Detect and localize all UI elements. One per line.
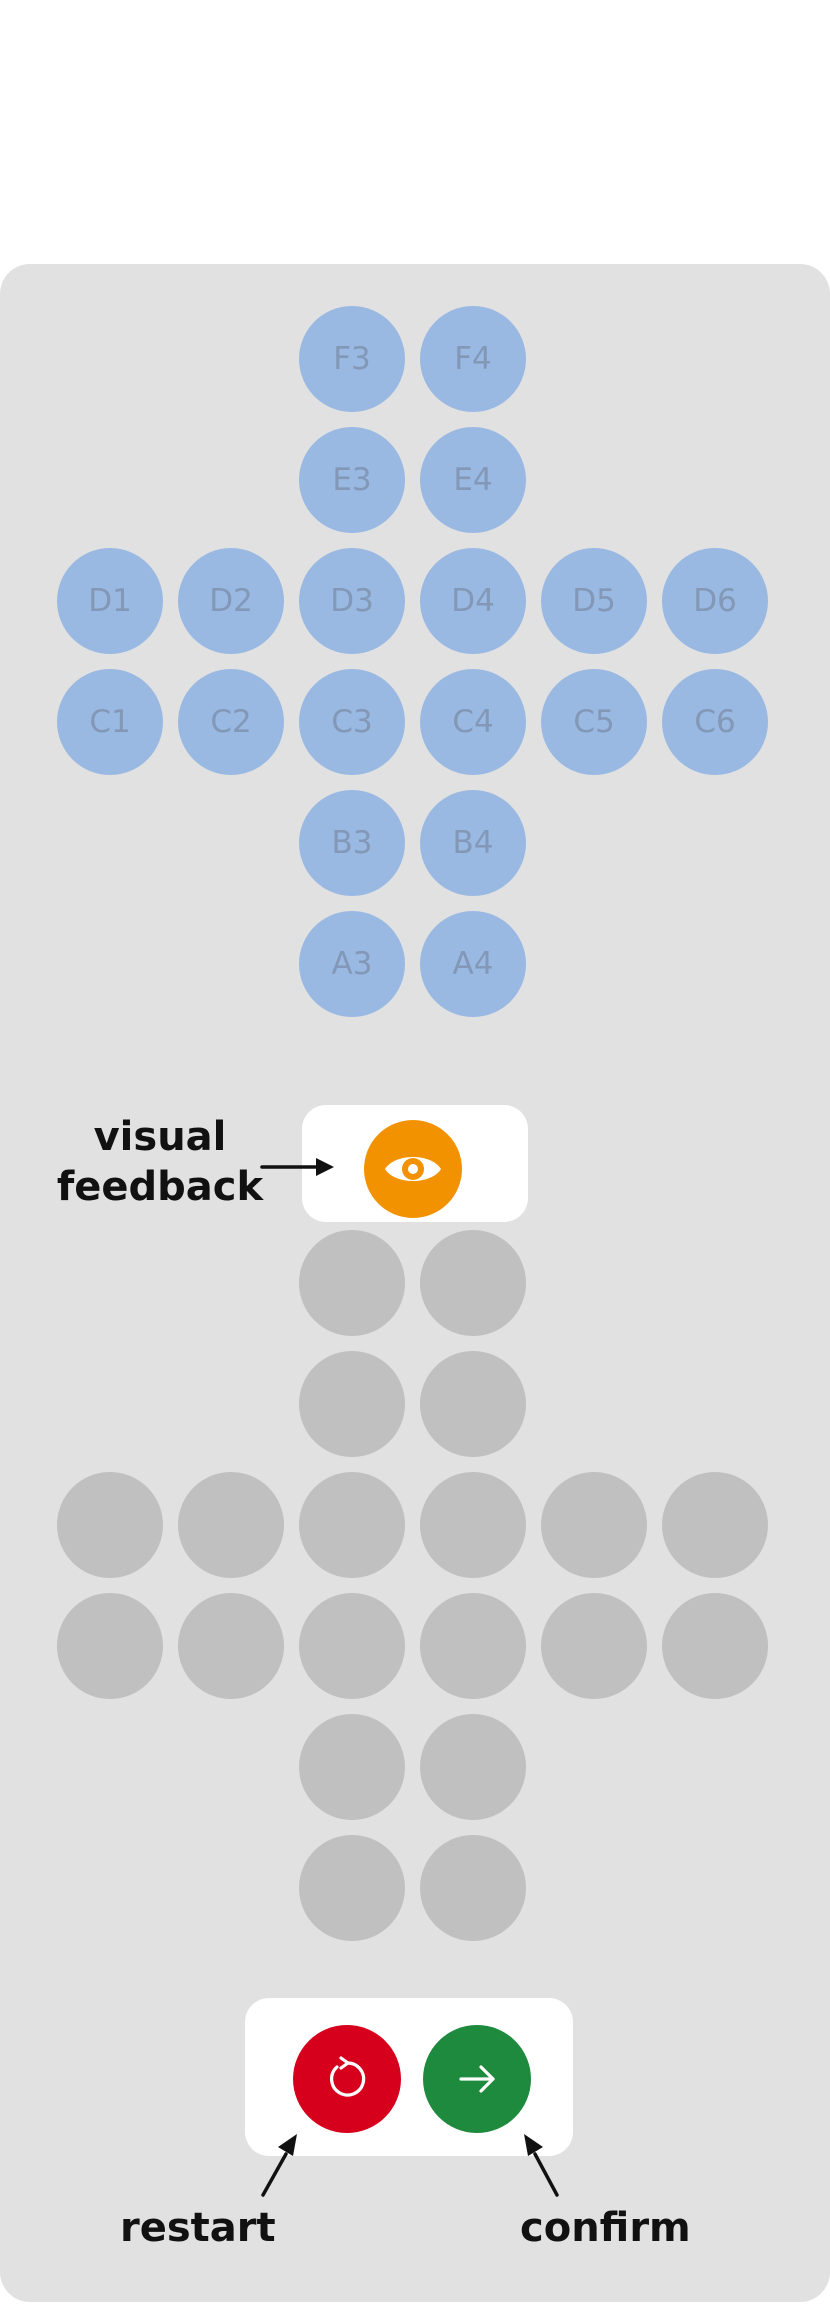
input-cell[interactable] — [541, 1472, 647, 1578]
cell-f3[interactable]: F3 — [299, 306, 405, 412]
input-cell[interactable] — [299, 1472, 405, 1578]
input-cell[interactable] — [541, 1593, 647, 1699]
input-cell[interactable] — [299, 1714, 405, 1820]
cell-d5[interactable]: D5 — [541, 548, 647, 654]
input-cell[interactable] — [420, 1714, 526, 1820]
cell-d6[interactable]: D6 — [662, 548, 768, 654]
confirm-button[interactable] — [423, 2025, 531, 2133]
cell-a3[interactable]: A3 — [299, 911, 405, 1017]
input-cell[interactable] — [420, 1351, 526, 1457]
input-cell[interactable] — [57, 1472, 163, 1578]
input-cell[interactable] — [57, 1593, 163, 1699]
input-cell[interactable] — [178, 1472, 284, 1578]
input-cell[interactable] — [420, 1593, 526, 1699]
visual-feedback-annotation: visual feedback — [40, 1112, 280, 1212]
cell-e4[interactable]: E4 — [420, 427, 526, 533]
visual-feedback-label-line2: feedback — [56, 1164, 264, 1210]
input-cell[interactable] — [662, 1472, 768, 1578]
input-cell[interactable] — [420, 1472, 526, 1578]
cell-c5[interactable]: C5 — [541, 669, 647, 775]
cell-a4[interactable]: A4 — [420, 911, 526, 1017]
cell-d3[interactable]: D3 — [299, 548, 405, 654]
input-cell[interactable] — [420, 1230, 526, 1336]
input-cell[interactable] — [178, 1593, 284, 1699]
confirm-annotation: confirm — [520, 2205, 691, 2251]
input-cell[interactable] — [299, 1593, 405, 1699]
cell-c4[interactable]: C4 — [420, 669, 526, 775]
cell-c3[interactable]: C3 — [299, 669, 405, 775]
cell-c6[interactable]: C6 — [662, 669, 768, 775]
visual-feedback-button[interactable] — [364, 1120, 462, 1218]
input-cell[interactable] — [299, 1351, 405, 1457]
cell-b4[interactable]: B4 — [420, 790, 526, 896]
cell-f4[interactable]: F4 — [420, 306, 526, 412]
cell-d1[interactable]: D1 — [57, 548, 163, 654]
input-cell[interactable] — [420, 1835, 526, 1941]
eye-icon — [385, 1157, 441, 1181]
arrow-right-icon — [459, 2065, 495, 2093]
restart-icon — [330, 2056, 366, 2097]
visual-feedback-label-line1: visual — [93, 1114, 227, 1160]
cell-c2[interactable]: C2 — [178, 669, 284, 775]
cell-c1[interactable]: C1 — [57, 669, 163, 775]
cell-d4[interactable]: D4 — [420, 548, 526, 654]
cell-d2[interactable]: D2 — [178, 548, 284, 654]
input-cell[interactable] — [662, 1593, 768, 1699]
restart-annotation: restart — [120, 2205, 276, 2251]
input-cell[interactable] — [299, 1230, 405, 1336]
cell-e3[interactable]: E3 — [299, 427, 405, 533]
restart-button[interactable] — [293, 2025, 401, 2133]
cell-b3[interactable]: B3 — [299, 790, 405, 896]
input-cell[interactable] — [299, 1835, 405, 1941]
